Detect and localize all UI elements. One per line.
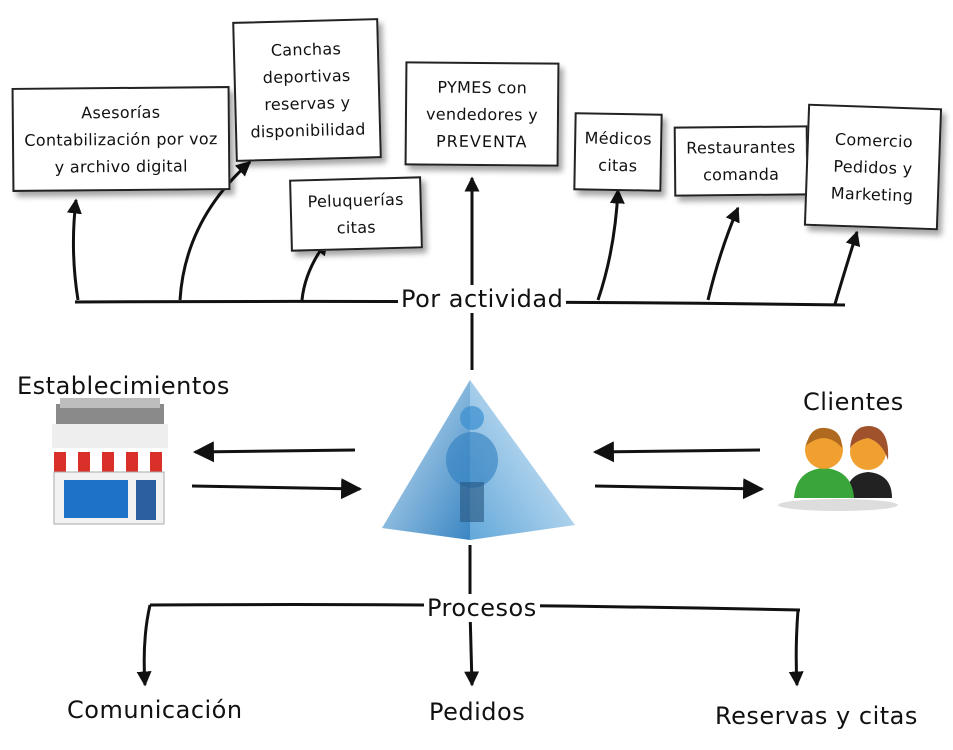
box-canchas-line-1: Canchas (270, 39, 342, 60)
box-medicos: Médicos citas (573, 112, 663, 192)
arrow-to-medicos (596, 188, 625, 301)
box-comercio: Comercio Pedidos y Marketing (803, 103, 943, 231)
label-clientes: Clientes (803, 388, 904, 416)
store-icon (52, 398, 168, 525)
box-canchas: Canchas deportivas reservas y disponibil… (232, 18, 382, 162)
pyramid-robot-icon (382, 380, 575, 540)
box-peluquerias-line-1: Peluquerías (307, 189, 404, 212)
box-canchas-line-4: disponibilidad (250, 119, 366, 142)
box-asesorias-line-2: Contabilización por voz (24, 128, 218, 150)
arrow-from-establecimientos (191, 478, 363, 500)
box-asesorias-line-3: y archivo digital (54, 155, 188, 177)
label-establecimientos: Establecimientos (17, 372, 230, 400)
label-procesos: Procesos (424, 594, 540, 622)
box-restaurantes: Restaurantes comanda (673, 125, 809, 197)
arrow-to-restaurantes (706, 206, 740, 301)
box-canchas-line-2: deportivas (262, 65, 351, 88)
box-peluquerias-line-2: citas (336, 217, 377, 238)
box-pymes: PYMES con vendedores y PREVENTA (404, 61, 560, 167)
box-medicos-line-2: citas (598, 155, 638, 176)
arrow-to-asesorias (66, 198, 82, 301)
box-comercio-line-3: Marketing (830, 183, 914, 205)
box-comercio-line-1: Comercio (834, 129, 914, 151)
arrow-to-establecimientos (192, 441, 356, 463)
box-restaurantes-line-2: comanda (702, 164, 780, 185)
box-medicos-line-1: Médicos (584, 128, 653, 149)
arrow-to-pedidos (464, 609, 480, 687)
arrow-to-comercio (833, 230, 861, 305)
box-pymes-line-2: vendedores y (425, 104, 539, 124)
arrow-to-comunicacion (136, 604, 152, 687)
label-comunicacion: Comunicación (67, 696, 243, 724)
box-peluquerias: Peluquerías citas (289, 176, 423, 252)
users-icon (778, 425, 898, 511)
arrow-to-clientes (594, 478, 765, 500)
box-asesorias: Asesorías Contabilización por voz y arch… (11, 86, 231, 192)
arrow-to-center-from-clientes (592, 441, 761, 463)
label-reservas: Reservas y citas (715, 702, 918, 730)
label-por-actividad: Por actividad (398, 285, 567, 313)
label-pedidos: Pedidos (429, 698, 526, 726)
box-pymes-line-3: PREVENTA (435, 131, 528, 151)
arrow-to-reservas (788, 609, 804, 687)
box-pymes-line-1: PYMES con (437, 77, 528, 97)
box-canchas-line-3: reservas y (264, 92, 351, 115)
arrow-to-canchas (178, 160, 252, 301)
box-restaurantes-line-1: Restaurantes (686, 137, 796, 158)
box-asesorias-line-1: Asesorías (81, 102, 161, 122)
box-comercio-line-2: Pedidos y (833, 156, 913, 178)
